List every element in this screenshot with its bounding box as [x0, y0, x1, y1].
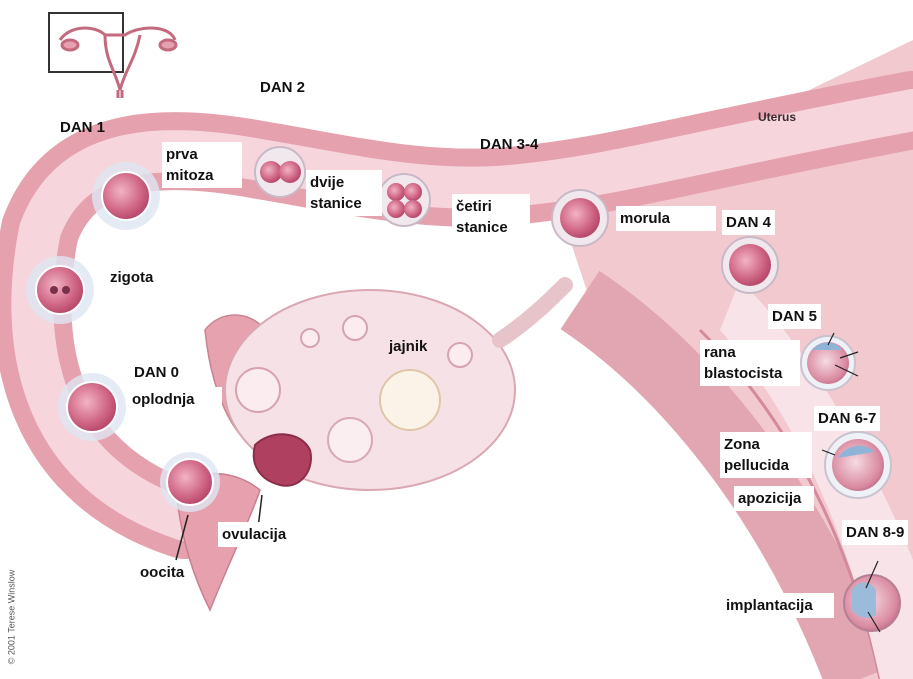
follicle — [301, 329, 319, 347]
cell-first-mitosis — [92, 162, 160, 230]
cell-two-cells — [255, 147, 305, 197]
label-prva-mitoza-text: prva mitoza — [166, 146, 214, 184]
label-dan5: DAN 5 — [768, 304, 821, 329]
corpus-albicans — [328, 418, 372, 462]
cell-fertilization — [58, 373, 126, 441]
cell-day4 — [722, 237, 778, 293]
label-dvije-stanice: dvije stanice — [306, 170, 382, 216]
label-dan4: DAN 4 — [722, 210, 775, 235]
label-oplodnja: oplodnja — [128, 387, 222, 412]
cell-four-cells — [378, 174, 430, 226]
label-zigota: zigota — [106, 265, 176, 290]
label-zona-pellucida-text: Zona pellucida — [724, 436, 789, 474]
label-dan34: DAN 3-4 — [480, 134, 538, 155]
label-zona-pellucida: Zona pellucida — [720, 432, 812, 478]
thumbnail-uterus-icon — [60, 28, 176, 98]
follicle — [343, 316, 367, 340]
thumbnail-frame — [49, 13, 123, 72]
label-dan2: DAN 2 — [260, 77, 305, 98]
label-rana-blastocista-text: rana blastocista — [704, 344, 782, 382]
label-ovulacija: ovulacija — [218, 522, 290, 547]
copyright-credit: © 2001 Terese Winslow — [6, 570, 16, 665]
label-cetiri-stanice: četiri stanice — [452, 194, 530, 240]
ruptured-follicle — [254, 434, 311, 485]
label-cetiri-stanice-text: četiri stanice — [456, 198, 508, 236]
label-dan0: DAN 0 — [130, 360, 183, 385]
label-dan1: DAN 1 — [60, 117, 105, 138]
follicle — [236, 368, 280, 412]
cell-oocyte — [160, 452, 220, 512]
corpus-luteum — [380, 370, 440, 430]
label-dan67: DAN 6-7 — [814, 406, 880, 431]
cell-zygote — [26, 256, 94, 324]
cell-morula — [552, 190, 608, 246]
label-implantacija: implantacija — [722, 593, 834, 618]
label-dan89: DAN 8-9 — [842, 520, 908, 545]
label-jajnik: jajnik — [389, 336, 427, 357]
label-prva-mitoza: prva mitoza — [162, 142, 242, 188]
label-dvije-stanice-text: dvije stanice — [310, 174, 362, 212]
label-oocita: oocita — [140, 562, 184, 583]
label-rana-blastocista: rana blastocista — [700, 340, 800, 386]
label-apozicija: apozicija — [734, 486, 814, 511]
ovarian-ligament — [500, 285, 565, 340]
label-uterus: Uterus — [758, 107, 796, 128]
label-morula: morula — [616, 206, 716, 231]
follicle — [448, 343, 472, 367]
